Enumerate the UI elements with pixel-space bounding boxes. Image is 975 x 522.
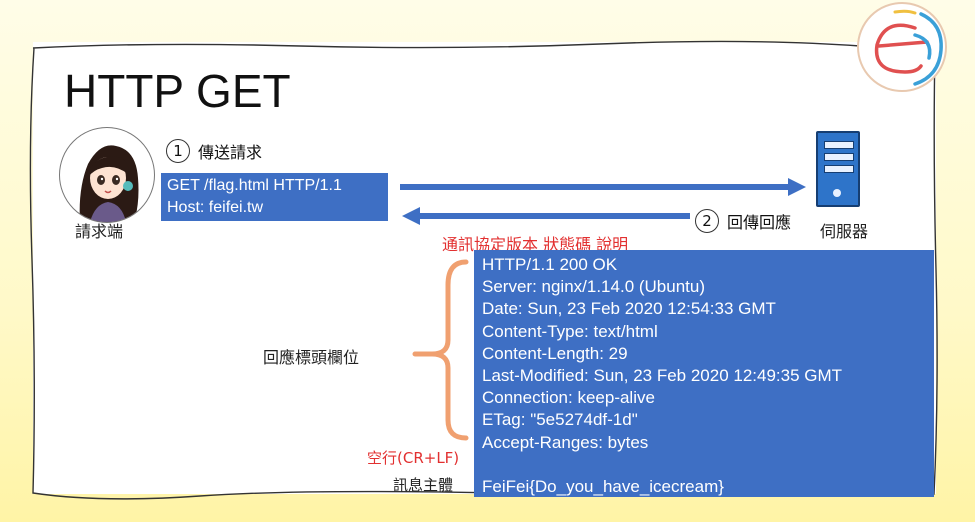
header-etag: ETag: "5e5274df-1d" [482,410,638,430]
step-return-response: 2 回傳回應 [695,209,791,233]
header-server: Server: nginx/1.14.0 (Ubuntu) [482,277,706,297]
fei-logo [857,2,947,92]
status-line-caption: 通訊協定版本 狀態碼 說明 [442,235,629,254]
step-2-text: 回傳回應 [727,213,792,232]
response-body: FeiFei{Do_you_have_icecream} [482,476,724,496]
server-label: 伺服器 [820,222,869,241]
client-label: 請求端 [75,222,124,241]
headers-label: 回應標頭欄位 [263,348,360,367]
header-content-length: Content-Length: 29 [482,343,628,363]
response-message-box: HTTP/1.1 200 OK Server: nginx/1.14.0 (Ub… [474,250,934,497]
step-1-text: 傳送請求 [198,143,263,162]
header-content-type: Content-Type: text/html [482,321,658,341]
request-line: GET /flag.html HTTP/1.1 [167,177,342,194]
girl-avatar-icon [79,145,139,222]
page-title: HTTP GET [64,65,291,117]
header-accept-ranges: Accept-Ranges: bytes [482,432,649,452]
body-label: 訊息主體 [393,476,454,494]
header-date: Date: Sun, 23 Feb 2020 12:54:33 GMT [482,299,776,319]
request-message-box: GET /flag.html HTTP/1.1 Host: feifei.tw [161,173,388,221]
request-host-header: Host: feifei.tw [167,199,264,216]
status-line: HTTP/1.1 200 OK [482,255,618,274]
server-icon [816,131,860,207]
header-last-modified: Last-Modified: Sun, 23 Feb 2020 12:49:35… [482,366,843,386]
step-number-1: 1 [166,139,190,163]
step-send-request: 1 傳送請求 [166,139,262,163]
step-number-2: 2 [695,209,719,233]
client-avatar [59,127,155,223]
header-connection: Connection: keep-alive [482,388,655,408]
blank-line-label: 空行(CR+LF) [367,449,460,467]
blank-line [482,454,926,476]
